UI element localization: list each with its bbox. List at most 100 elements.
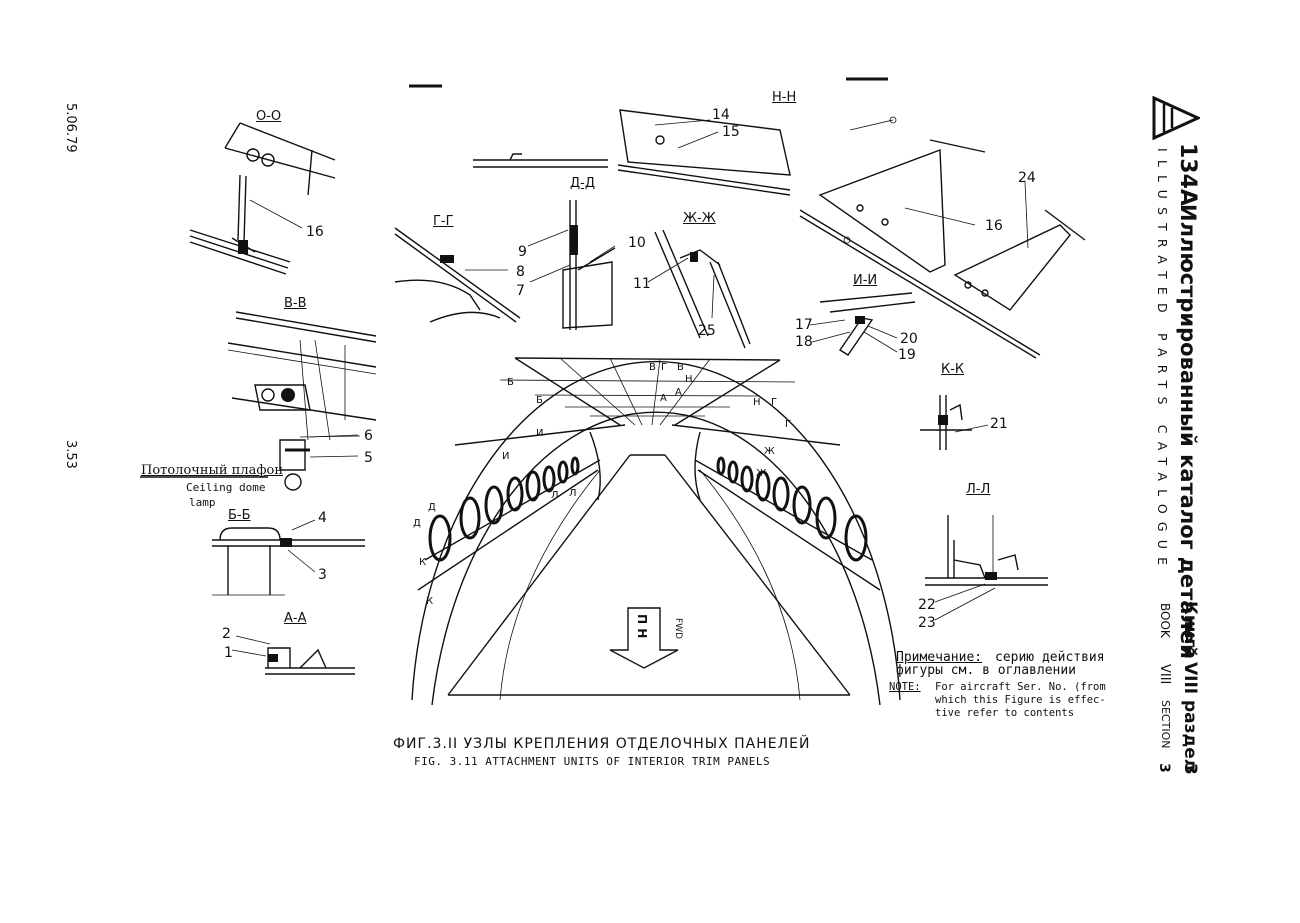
cabin-mark: В [649,362,656,373]
cabin-mark: Л [569,488,577,499]
fwd-label-en: FWD [673,618,683,640]
detail-vv-drawing [140,311,377,491]
cabin-mark: В [677,362,684,373]
callout-19: 19 [898,347,916,363]
cabin-mark: Д [428,502,436,513]
callout-18: 18 [795,334,813,350]
cabin-mark: Н [753,397,761,408]
detail-kk-drawing [920,395,989,450]
callout-25: 25 [698,323,716,339]
note-text-ru-2: фигуры см. в оглавлении [896,663,1077,678]
header-book-num: VIII [1180,662,1200,695]
cabin-mark: Б [507,377,514,388]
detail-ii-drawing [809,292,916,356]
cabin-mark: Г [785,419,792,430]
callout-11: 11 [633,276,651,292]
cabin-mark: А [660,393,667,404]
callout-17: 17 [795,317,813,333]
section-title-bb: Б-Б [228,508,251,523]
header-title-en: ILLUSTRATED PARTS CATALOGUE [1155,148,1170,574]
detail-bb-drawing [212,519,365,596]
cabin-mark: А [675,387,682,398]
callout-3: 3 [318,567,327,583]
section-title-oo: О-О [256,109,282,124]
figure-caption-ru: ФИГ.3.II УЗЛЫ КРЕПЛЕНИЯ ОТДЕЛОЧНЫХ ПАНЕЛ… [393,736,811,752]
note-text-ru-1: серию действия [995,650,1105,665]
callout-20: 20 [900,331,918,347]
section-title-gg: Г-Г [433,214,454,229]
cabin-mark: Д [413,518,421,529]
callout-7: 7 [516,283,525,299]
fwd-label-ru: П Н [635,614,649,639]
detail-dd-drawing [527,200,616,330]
detail-oo-drawing [189,122,336,275]
cabin-mark: Л [551,490,559,501]
section-title-ll: Л-Л [966,482,991,497]
section-title-kk: К-К [941,362,965,377]
cabin-mark: Г [661,362,668,373]
header-title-ru: Иллюстрированный каталог деталей [1176,204,1200,659]
note-text-en-2: which this Figure is effec- [935,694,1106,706]
ceiling-lamp-label-en-2: lamp [189,496,216,509]
callout-16-right: 16 [985,218,1003,234]
callout-10: 10 [628,235,646,251]
callout-14: 14 [712,107,730,123]
section-title-vv: В-В [284,296,307,311]
cabin-mark: И [536,428,544,439]
callout-22: 22 [918,597,936,613]
leader-lines [299,119,894,438]
detail-ll-drawing [925,515,1048,621]
cabin-perspective-drawing [411,357,901,706]
header-section-ru: раздел [1180,700,1200,772]
cabin-mark: И [502,451,510,462]
header-section-num-en: 3 [1156,763,1172,773]
note-text-en-1: For aircraft Ser. No. (from [935,681,1106,693]
detail-right-bracket-drawing [799,116,1086,359]
cabin-mark: Б [536,395,543,406]
callout-2: 2 [222,626,231,642]
callout-5: 5 [364,450,373,466]
header-section-num: 3 [1180,763,1200,775]
callout-4: 4 [318,510,327,526]
note-text-en-3: tive refer to contents [935,707,1075,719]
callout-9: 9 [518,244,527,260]
note-label-en: NOTE: [889,681,921,693]
detail-gg-drawing [394,227,521,323]
header-book-num-en: VIII [1157,664,1172,685]
header-model: 134A [1175,143,1200,206]
section-title-aa: А-А [284,611,307,626]
callout-16-left: 16 [306,224,324,240]
header-logo-icon [1152,95,1202,141]
callout-8: 8 [516,264,525,280]
page-number: 3.53 [63,440,78,469]
detail-zhzh-drawing [647,229,751,349]
note-label-ru: Примечание: [896,650,983,665]
cabin-mark: Ж [756,468,767,479]
callout-23: 23 [918,615,936,631]
section-title-dd: Д-Д [570,176,596,191]
header-section-en: SECTION [1159,700,1172,749]
callout-21: 21 [990,416,1008,432]
callout-6: 6 [364,428,373,444]
detail-nn-drawing [473,109,791,196]
page-date: 5.06.79 [63,103,78,153]
cabin-mark: Г [771,397,778,408]
callout-24: 24 [1018,170,1036,186]
ceiling-lamp-label-ru: Потолочный плафон [141,463,284,478]
section-title-zhzh: Ж-Ж [683,211,716,226]
cabin-mark: К [426,596,434,607]
section-title-nn: Н-Н [772,90,797,105]
cabin-mark: Ж [764,446,775,457]
detail-aa-drawing [231,635,355,675]
figure-caption-en: FIG. 3.11 ATTACHMENT UNITS OF INTERIOR T… [414,755,771,768]
callout-1: 1 [224,645,233,661]
ceiling-lamp-label-en: Ceiling dome [186,481,266,494]
header-book-ru: Книга [1180,601,1200,659]
cabin-mark: К [419,557,427,568]
header-book-en: BOOK [1158,603,1172,638]
cabin-mark: Н [685,374,693,385]
callout-15: 15 [722,124,740,140]
section-title-ii: И-И [853,273,878,288]
